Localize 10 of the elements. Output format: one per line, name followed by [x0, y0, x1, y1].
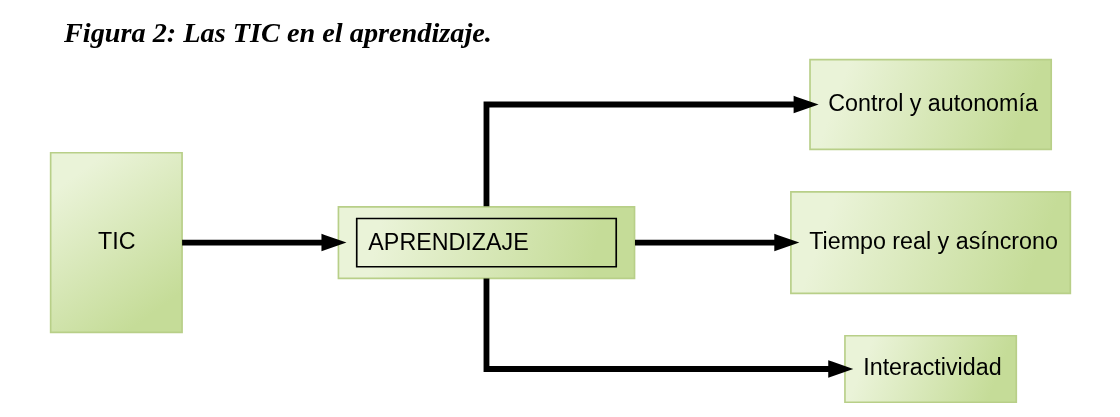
node-box: Tiempo real y asíncrono [789, 191, 1071, 295]
node-box: Interactividad [843, 334, 1017, 404]
node-box: Control y autonomía [808, 58, 1052, 151]
arrow [483, 95, 819, 207]
node-box: TIC [49, 151, 183, 334]
arrow [181, 233, 346, 252]
diagram-title: Figura 2: Las TIC en el aprendizaje. [63, 17, 492, 49]
arrow [634, 233, 799, 252]
node-box: APRENDIZAJE [337, 206, 635, 280]
arrow [483, 278, 853, 378]
